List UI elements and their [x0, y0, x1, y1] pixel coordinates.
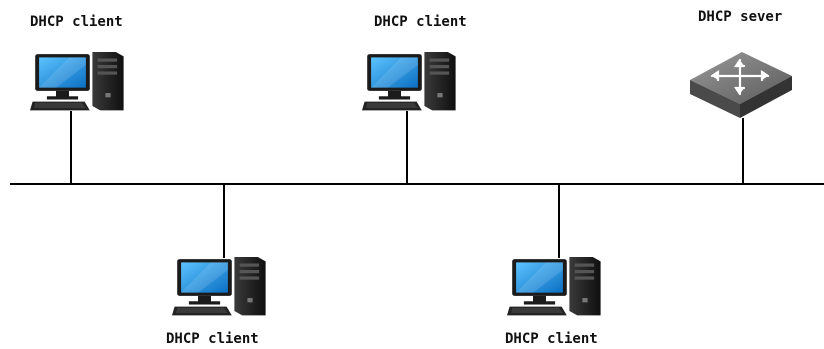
client-label: DHCP client: [30, 14, 123, 30]
server-label: DHCP sever: [698, 9, 783, 25]
desktop-computer-icon: [172, 257, 266, 316]
desktop-computer-icon: [30, 52, 124, 111]
desktop-computer-icon: [362, 52, 456, 111]
client-label: DHCP client: [374, 14, 467, 30]
client-label: DHCP client: [505, 331, 598, 347]
desktop-computer-icon: [507, 257, 601, 316]
switch-router-icon: [690, 52, 792, 118]
client-label: DHCP client: [166, 331, 259, 347]
